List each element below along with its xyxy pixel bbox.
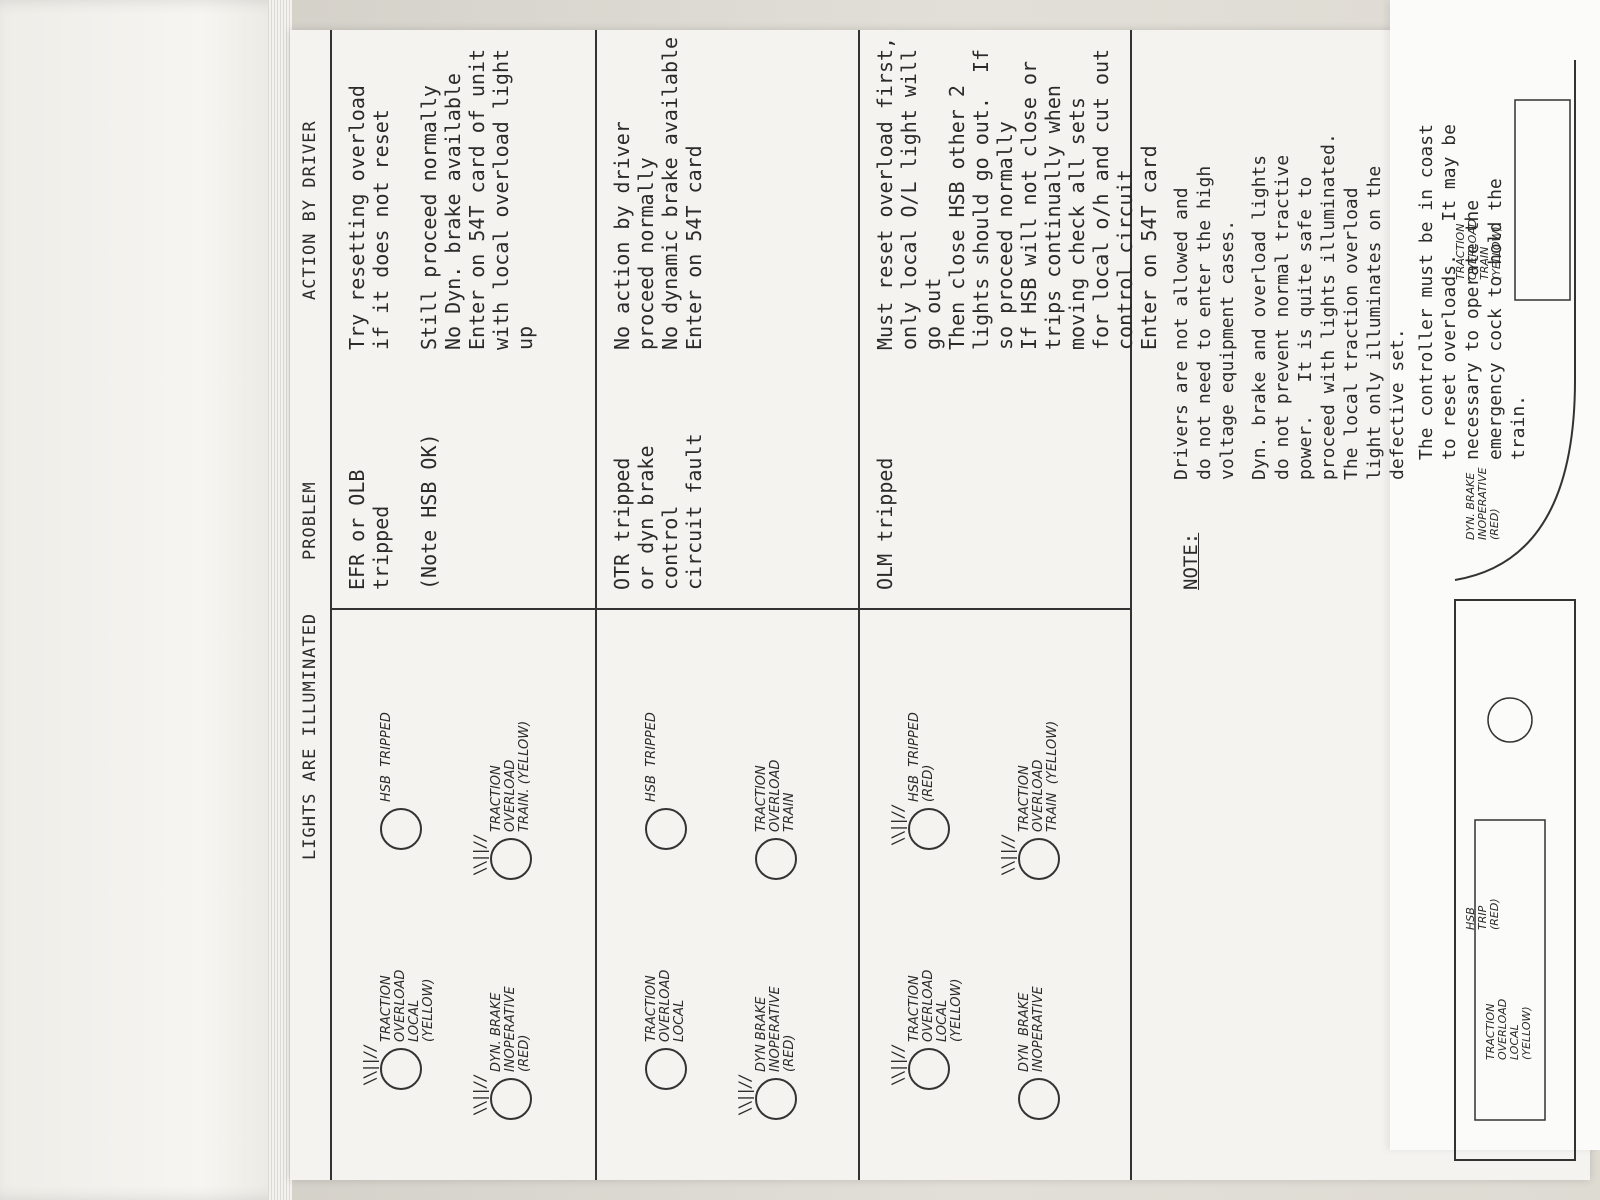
sheet-fold-panel bbox=[1390, 0, 1600, 1150]
lamp-lit-icon bbox=[490, 1078, 532, 1120]
lamp-lit-icon bbox=[908, 808, 950, 850]
diagram-label: DYN. BRAKE INOPERATIVE (RED) bbox=[1464, 467, 1501, 540]
diagram-label: TRACTION OVERLOAD LOCAL (YELLOW) bbox=[1484, 998, 1533, 1060]
lamp-label: DYN BRAKE INOPERATIVE (RED) bbox=[754, 986, 797, 1072]
lamp-label: TRACTION OVERLOAD TRAIN. (YELLOW) bbox=[489, 720, 532, 832]
lamp-rays-icon: \\||// bbox=[470, 1076, 489, 1116]
lamp-label: TRACTION OVERLOAD TRAIN (YELLOW) bbox=[1017, 720, 1060, 832]
lamp-unlit-icon bbox=[755, 838, 797, 880]
lamp-rays-icon: \\||// bbox=[888, 806, 907, 846]
lamp-label: HSB TRIPPED bbox=[644, 712, 659, 802]
lamp-unlit-icon bbox=[645, 808, 687, 850]
column-divider bbox=[330, 608, 1130, 610]
lamp-lit-icon bbox=[380, 1048, 422, 1090]
note-paragraph: Dyn. brake and overload lights do not pr… bbox=[1249, 133, 1339, 480]
rotated-document: LIGHTS ARE ILLUMINATED PROBLEM ACTION BY… bbox=[290, 30, 1590, 1180]
console-diagram: TRACTION OVERLOAD LOCAL (YELLOW) HSB TRIP… bbox=[1445, 30, 1590, 1180]
lamp-unlit-icon bbox=[645, 1048, 687, 1090]
lamp-rays-icon: \\||// bbox=[360, 1046, 379, 1086]
lamp-unlit-icon bbox=[1018, 1078, 1060, 1120]
lamp-unlit-icon bbox=[380, 808, 422, 850]
lamp-label: HSB TRIPPED bbox=[379, 712, 394, 802]
action-cell: Try resetting overload if it does not re… bbox=[345, 48, 537, 350]
lamp-rays-icon: \\||// bbox=[735, 1076, 754, 1116]
diagram-label: TRACTION OVERLOAD TRAIN (YELLOW) bbox=[1454, 218, 1503, 280]
problem-cell: OTR tripped or dyn brake control circuit… bbox=[610, 433, 706, 590]
document-sheet bbox=[290, 30, 1590, 1180]
note-paragraph: Drivers are not allowed and do not need … bbox=[1171, 165, 1238, 480]
lamp-label: DYN BRAKE INOPERATIVE bbox=[1017, 986, 1046, 1072]
lamp-rays-icon: \\||// bbox=[470, 836, 489, 876]
header-action: ACTION BY DRIVER bbox=[300, 120, 320, 300]
header-lights: LIGHTS ARE ILLUMINATED bbox=[300, 612, 320, 860]
problem-cell: OLM tripped bbox=[873, 457, 897, 590]
lamp-label: TRACTION OVERLOAD LOCAL (YELLOW) bbox=[907, 969, 964, 1042]
lamp-lit-icon bbox=[755, 1078, 797, 1120]
note-label: NOTE: bbox=[1180, 532, 1202, 590]
row-divider-1 bbox=[595, 30, 597, 1180]
book-left-page bbox=[0, 0, 290, 1200]
lamp-rays-icon: \\||// bbox=[888, 1046, 907, 1086]
problem-cell: EFR or OLB tripped (Note HSB OK) bbox=[345, 433, 441, 590]
book-page-edges bbox=[268, 0, 292, 1200]
row-divider-2 bbox=[858, 30, 860, 1180]
lamp-label: TRACTION OVERLOAD TRAIN bbox=[754, 759, 797, 832]
console-drawing bbox=[1454, 60, 1576, 1161]
note-paragraph: The local traction overload light only i… bbox=[1341, 165, 1408, 480]
lamp-lit-icon bbox=[1018, 838, 1060, 880]
lamp-label: TRACTION OVERLOAD LOCAL (YELLOW) bbox=[379, 969, 436, 1042]
action-cell: Must reset overload first, only local O/… bbox=[873, 36, 1161, 350]
header-rule bbox=[330, 30, 332, 1180]
lamp-label: DYN. BRAKE INOPERATIVE (RED) bbox=[489, 986, 532, 1072]
lamp-rays-icon: \\||// bbox=[998, 836, 1017, 876]
lamp-lit-icon bbox=[908, 1048, 950, 1090]
action-cell: No action by driver proceed normally No … bbox=[610, 36, 706, 350]
lamp-lit-icon bbox=[490, 838, 532, 880]
lamp-label: HSB TRIPPED (RED) bbox=[907, 712, 936, 802]
header-problem: PROBLEM bbox=[300, 481, 320, 560]
diagram-label: HSB TRIP (RED) bbox=[1464, 898, 1501, 930]
lamp-label: TRACTION OVERLOAD LOCAL bbox=[644, 969, 687, 1042]
